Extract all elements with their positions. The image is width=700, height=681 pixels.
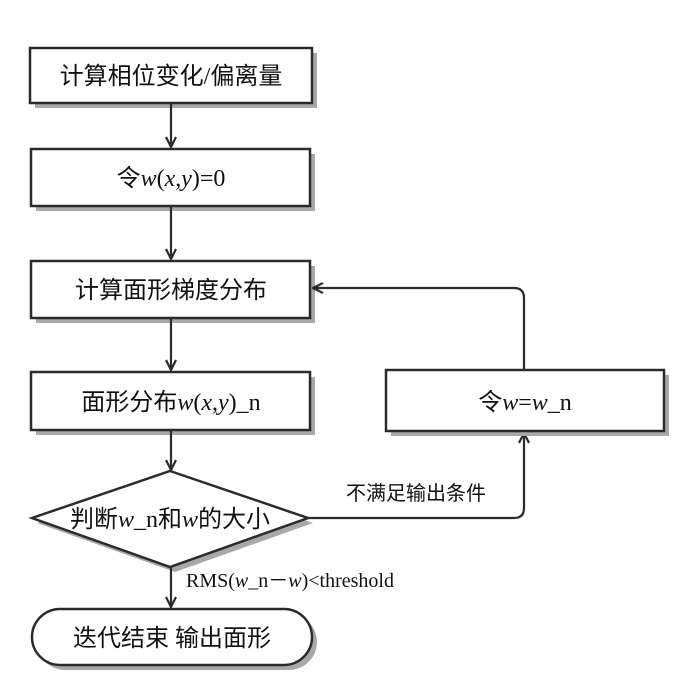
node-label: 计算面形梯度分布	[75, 277, 267, 304]
node-label: 迭代结束 输出面形	[73, 625, 271, 652]
node-update-w: 令w=w_n	[384, 368, 669, 436]
node-box	[28, 46, 314, 105]
edge-compare-to-update	[308, 433, 524, 520]
node-surface-distribution: 面形分布w(x,y)_n	[29, 370, 315, 435]
node-end-terminal: 迭代结束 输出面形	[30, 607, 317, 670]
node-label: 判断w_n和w的大小	[70, 506, 270, 533]
node-compare-decision: 判断w_n和w的大小	[28, 469, 313, 572]
node-box	[29, 370, 312, 432]
node-terminal	[30, 607, 314, 667]
node-label: 面形分布w(x,y)_n	[81, 389, 260, 416]
node-init-w: 令w(x,y)=0	[29, 147, 315, 211]
node-compute-gradient: 计算面形梯度分布	[29, 259, 315, 323]
node-box	[29, 147, 312, 208]
edge-label-threshold: RMS(w_n－w)<threshold	[186, 570, 394, 592]
node-label: 令w(x,y)=0	[117, 165, 226, 192]
node-box	[384, 368, 666, 433]
node-box	[29, 259, 312, 320]
edge-update-to-gradient	[313, 288, 526, 370]
node-label: 令w=w_n	[478, 389, 572, 416]
node-compute-phase: 计算相位变化/偏离量	[28, 46, 317, 108]
node-label: 计算相位变化/偏离量	[60, 63, 283, 90]
edge-label-not-satisfied: 不满足输出条件	[346, 482, 486, 505]
